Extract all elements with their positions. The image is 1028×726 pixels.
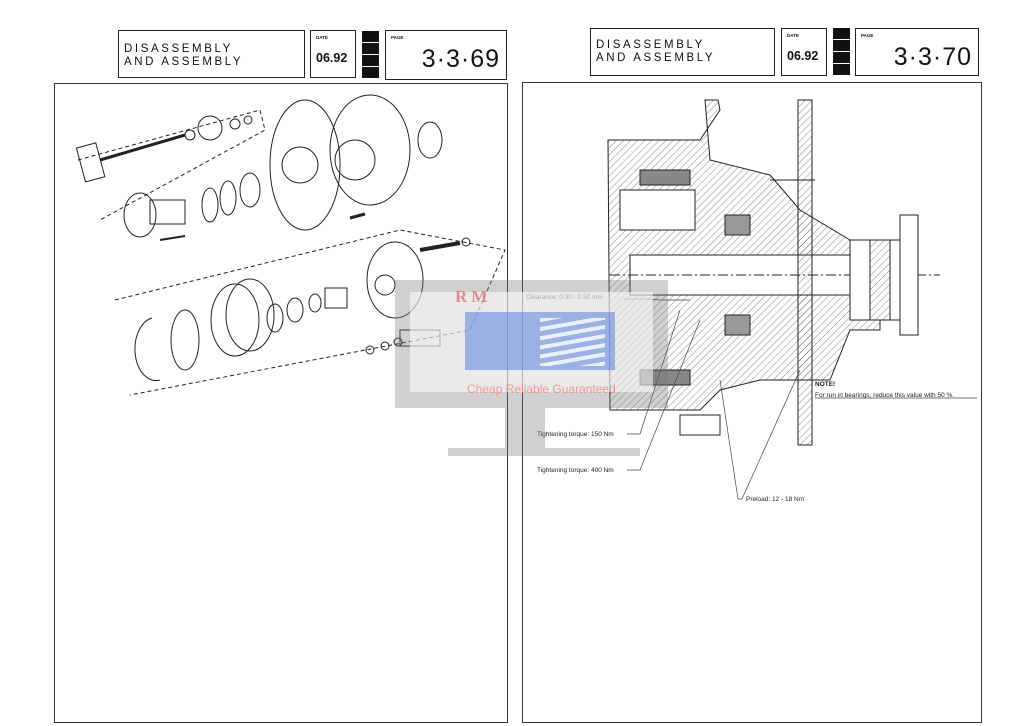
- right-page-box: PAGE 3·3·70: [855, 28, 979, 76]
- left-date-box: DATE 06.92: [310, 30, 356, 78]
- right-drawing-frame: [522, 82, 982, 723]
- right-title-line1: DISASSEMBLY: [596, 39, 705, 51]
- left-title-line1: DISASSEMBLY: [124, 43, 233, 55]
- left-page-number: 3·3·69: [421, 45, 500, 73]
- right-date: 06.92: [787, 49, 819, 63]
- right-page-label: PAGE: [861, 33, 874, 38]
- left-page-label: PAGE: [391, 35, 404, 40]
- exploded-view-drawing: [75, 94, 506, 396]
- left-page-box: PAGE 3·3·69: [385, 30, 507, 80]
- clearance-annotation: Clearance: 0.30 - 0.50 mm: [526, 294, 603, 301]
- right-title-line2: AND ASSEMBLY: [596, 52, 716, 64]
- torque-150-annotation: Tightening torque: 150 Nm: [537, 431, 614, 438]
- note-text: For run in bearings, reduce this value w…: [815, 392, 955, 399]
- left-drawing-frame: [54, 83, 508, 723]
- right-date-label: DATE: [787, 33, 799, 38]
- left-date: 06.92: [316, 51, 348, 65]
- right-date-box: DATE 06.92: [781, 28, 827, 76]
- preload-annotation: Preload: 12 - 18 Nm: [746, 496, 805, 503]
- left-title-line2: AND ASSEMBLY: [124, 56, 244, 68]
- right-page-number: 3·3·70: [893, 43, 972, 71]
- torque-400-annotation: Tightening torque: 400 Nm: [537, 467, 614, 474]
- cross-section-drawing: [607, 99, 977, 500]
- note-heading: NOTE!: [815, 381, 836, 388]
- left-date-label: DATE: [316, 35, 328, 40]
